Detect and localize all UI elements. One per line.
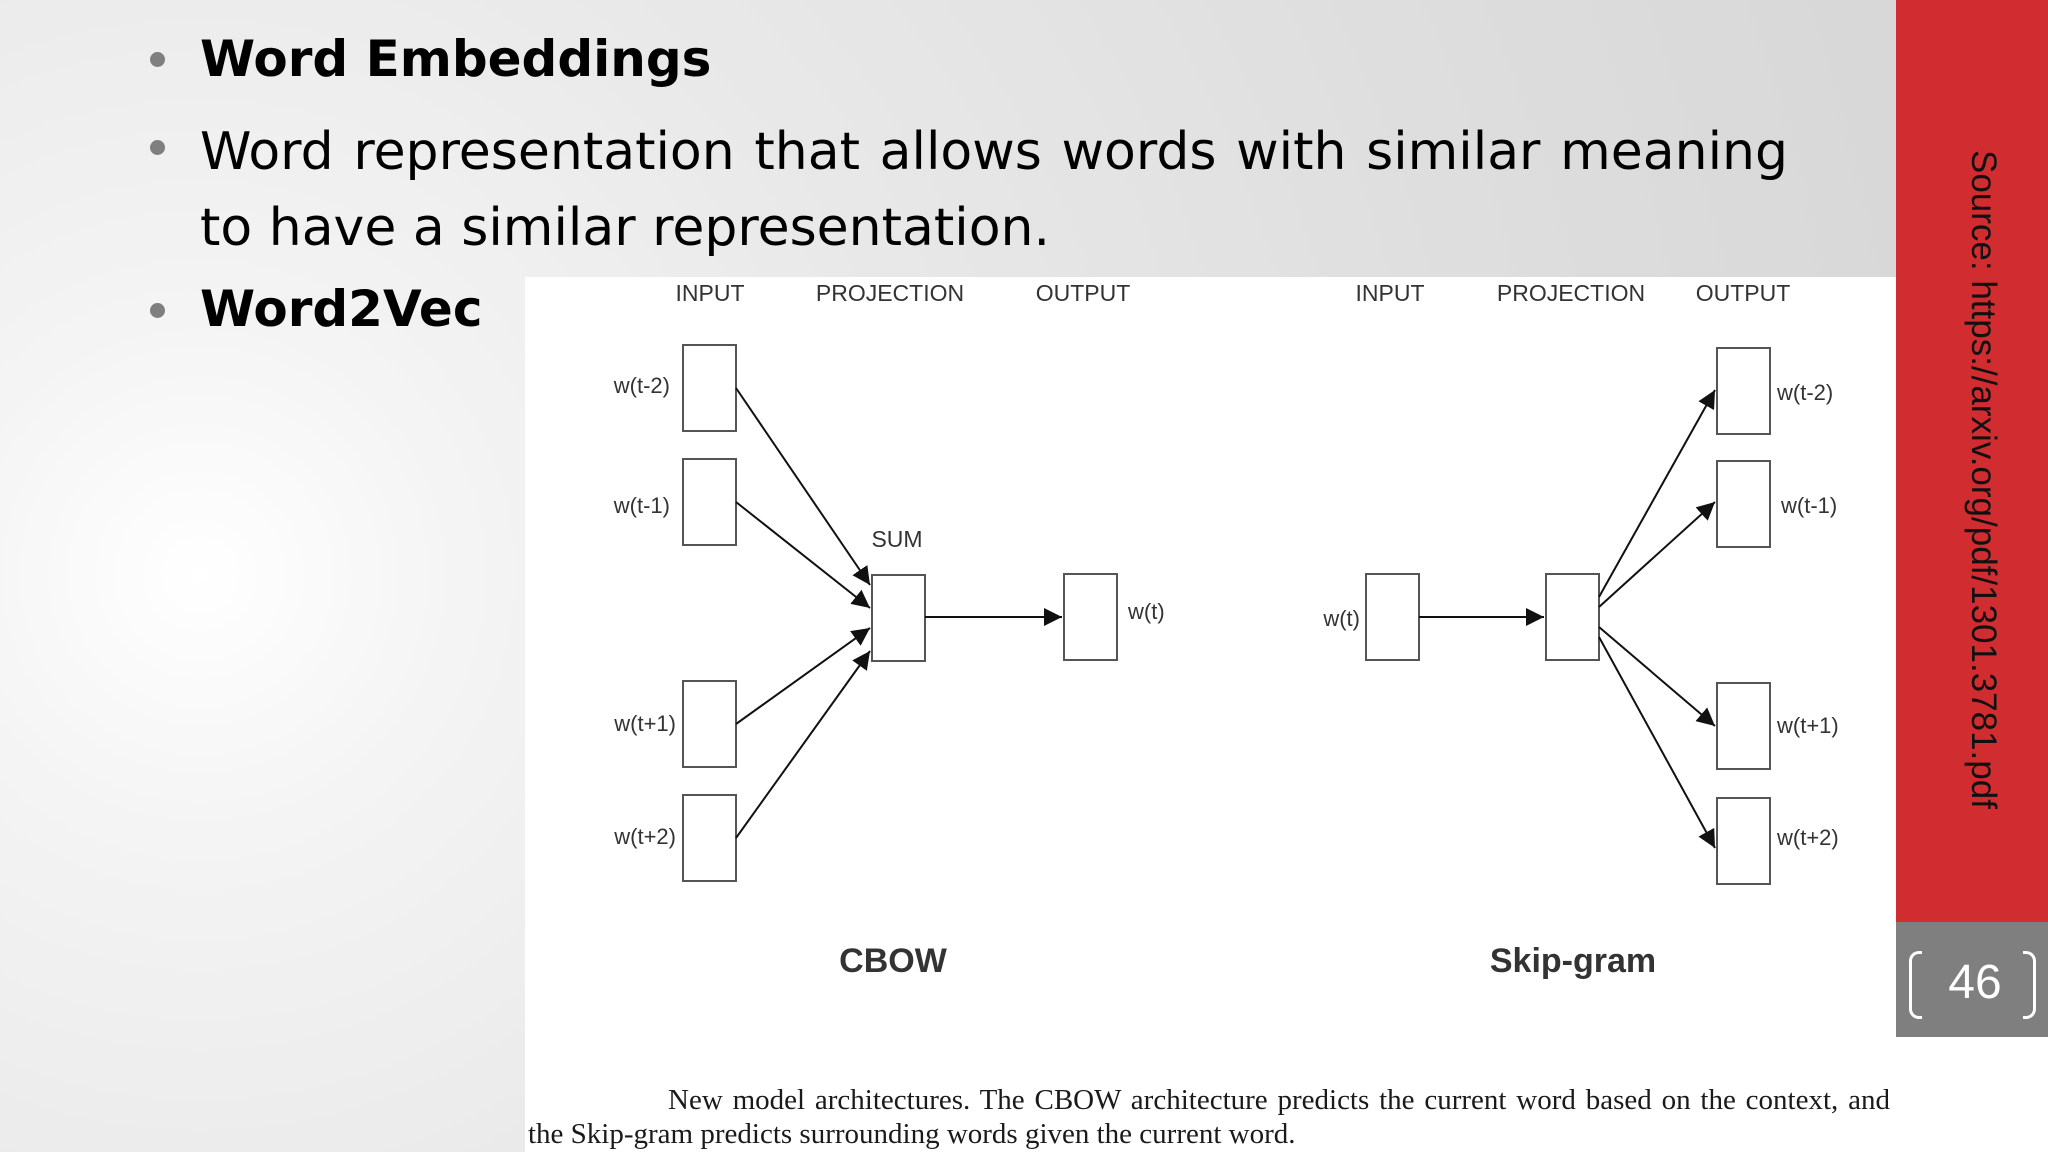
figure-caption: New model architectures. The CBOW archit… <box>528 1084 1890 1150</box>
cbow-output-box <box>1063 573 1118 661</box>
skipgram-output-label: w(t+2) <box>1776 825 1839 850</box>
cbow-projection-box <box>871 574 926 662</box>
cbow-output-header: OUTPUT <box>1036 280 1131 306</box>
bullet-list: Word Embeddings Word representation that… <box>0 0 1896 360</box>
bullet-word2vec: Word2Vec <box>200 280 483 338</box>
cbow-arrow <box>735 387 871 586</box>
cbow-arrow <box>735 501 871 609</box>
bullet-word-embeddings: Word Embeddings <box>200 30 712 88</box>
skipgram-output-header: OUTPUT <box>1696 280 1791 306</box>
skipgram-projection-box <box>1545 573 1600 661</box>
sidebar-accent <box>1896 0 2048 922</box>
skipgram-title: Skip-gram <box>1490 942 1656 980</box>
page-number: 46 <box>1948 956 2002 1009</box>
cbow-projection-header: PROJECTION <box>816 280 964 306</box>
cbow-input-label: w(t-2) <box>613 373 670 398</box>
cbow-arrow <box>735 650 871 839</box>
skipgram-input-label: w(t) <box>1322 606 1360 631</box>
skipgram-projection-header: PROJECTION <box>1497 280 1645 306</box>
bullet-dot <box>150 140 165 155</box>
word2vec-figure: INPUT PROJECTION OUTPUT w(t-2) w(t-1) w(… <box>525 277 1896 1152</box>
left-bracket-icon <box>1909 951 1922 1019</box>
cbow-input-header: INPUT <box>676 280 745 306</box>
right-bracket-icon <box>2023 951 2036 1019</box>
skipgram-arrow <box>1598 626 1716 727</box>
cbow-arrow <box>735 627 871 725</box>
cbow-output-label: w(t) <box>1127 599 1165 624</box>
architecture-diagram: INPUT PROJECTION OUTPUT w(t-2) w(t-1) w(… <box>613 280 1839 980</box>
skipgram-arrow <box>1598 389 1716 598</box>
skipgram-arrow <box>1598 501 1716 608</box>
skipgram-output-label: w(t-2) <box>1776 380 1833 405</box>
cbow-input-box <box>682 794 737 882</box>
bullet-definition: Word representation that allows words wi… <box>200 122 1788 258</box>
skipgram-output-label: w(t+1) <box>1776 713 1839 738</box>
skipgram-output-box <box>1716 460 1771 548</box>
bullet-dot <box>150 52 165 67</box>
skipgram-output-label: w(t-1) <box>1780 493 1837 518</box>
cbow-sum-label: SUM <box>871 526 922 552</box>
skipgram-output-box <box>1716 347 1771 435</box>
source-citation: Source: https://arxiv.org/pdf/1301.3781.… <box>1964 150 2003 809</box>
cbow-input-box <box>682 458 737 546</box>
cbow-title: CBOW <box>839 942 948 980</box>
skipgram-output-box <box>1716 797 1771 885</box>
skipgram-output-box <box>1716 682 1771 770</box>
cbow-input-label: w(t+1) <box>613 711 676 736</box>
cbow-input-label: w(t-1) <box>613 493 670 518</box>
cbow-input-box <box>682 344 737 432</box>
skipgram-input-box <box>1365 573 1420 661</box>
skipgram-arrow <box>1598 636 1716 849</box>
skipgram-input-header: INPUT <box>1356 280 1425 306</box>
cbow-input-label: w(t+2) <box>613 824 676 849</box>
cbow-input-box <box>682 680 737 768</box>
bullet-dot <box>150 303 165 318</box>
